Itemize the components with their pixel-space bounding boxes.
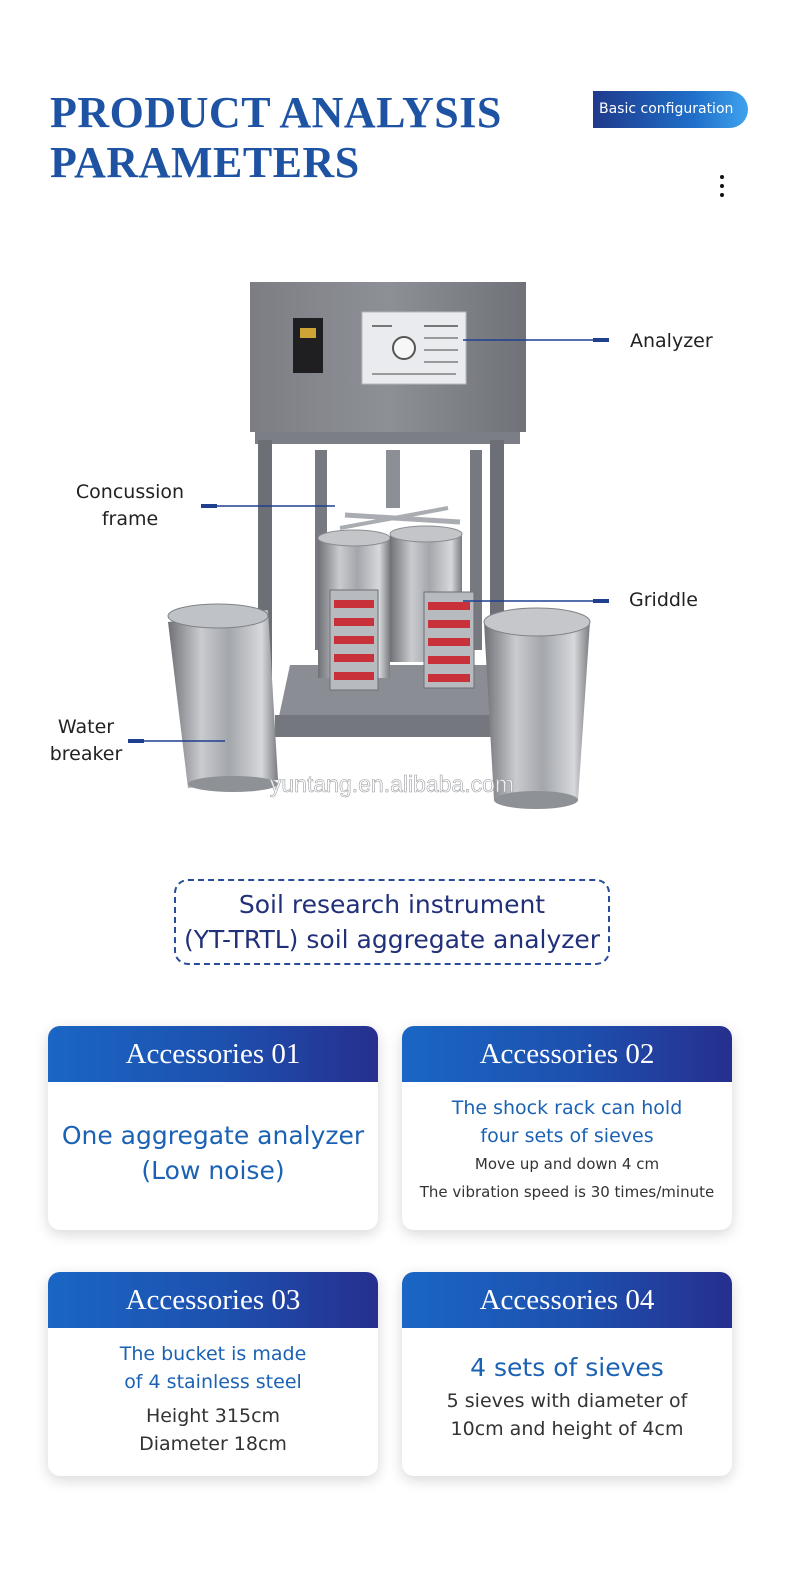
frame-top-bar <box>255 430 520 444</box>
page-title-line-2: PARAMETERS <box>50 138 360 187</box>
accessory-main-line: The shock rack can hold <box>451 1097 683 1119</box>
accessory-card-01: Accessories 01 One aggregate analyzer (L… <box>48 1026 378 1230</box>
accessory-card-title: Accessories 03 <box>48 1272 378 1328</box>
accessory-main-line: One aggregate analyzer <box>61 1121 365 1150</box>
power-switch <box>293 318 323 373</box>
basic-configuration-badge[interactable]: Basic configuration <box>593 91 748 128</box>
accessory-card-title: Accessories 04 <box>402 1272 732 1328</box>
label-water-line-2: breaker <box>49 743 123 765</box>
accessory-card-title: Accessories 02 <box>402 1026 732 1082</box>
shaft <box>386 450 400 508</box>
accessory-sub-line: Diameter 18cm <box>139 1433 287 1455</box>
sieve-stack <box>329 589 379 691</box>
label-concussion-frame: Concussion frame <box>60 479 200 533</box>
accessory-main-line: (Low noise) <box>141 1156 285 1185</box>
accessory-card-04: Accessories 04 4 sets of sieves 5 sieves… <box>402 1272 732 1476</box>
page-title: PRODUCT ANALYSIS PARAMETERS <box>50 88 502 188</box>
accessory-card-03: Accessories 03 The bucket is made of 4 s… <box>48 1272 378 1476</box>
label-griddle: Griddle <box>629 589 698 611</box>
cross-arm <box>339 506 449 530</box>
accessory-sub-line: Height 315cm <box>145 1405 281 1427</box>
accessory-sub-line: Move up and down 4 cm <box>474 1155 660 1173</box>
page-title-line-1: PRODUCT ANALYSIS <box>50 88 502 137</box>
accessory-main-line: 4 sets of sieves <box>470 1353 664 1382</box>
power-switch-label <box>300 328 316 338</box>
product-name-line-1: Soil research instrument <box>238 890 546 919</box>
product-name-line-2: (YT-TRTL) soil aggregate analyzer <box>183 925 601 954</box>
watermark: yuntang.en.alibaba.com <box>270 771 514 797</box>
label-concussion-line-2: frame <box>101 508 159 530</box>
water-bucket-left <box>167 603 278 792</box>
accessory-card-title: Accessories 01 <box>48 1026 378 1082</box>
product-illustration: yuntang.en.alibaba.com <box>128 282 609 809</box>
sieve-stack <box>423 591 475 689</box>
cross-arm <box>344 512 461 525</box>
label-concussion-line-1: Concussion <box>75 481 185 503</box>
accessory-sub-line: 10cm and height of 4cm <box>450 1418 684 1440</box>
label-analyzer: Analyzer <box>630 330 713 352</box>
accessory-main-line: four sets of sieves <box>480 1125 654 1147</box>
product-name-box: Soil research instrument (YT-TRTL) soil … <box>174 879 610 965</box>
label-water-line-1: Water <box>57 716 115 738</box>
accessory-sub-line: 5 sieves with diameter of <box>446 1390 688 1412</box>
accessory-main-line: of 4 stainless steel <box>124 1371 302 1393</box>
frame-base-front <box>275 715 500 737</box>
accessory-card-02: Accessories 02 The shock rack can hold f… <box>402 1026 732 1230</box>
accessory-main-line: The bucket is made <box>119 1343 307 1365</box>
control-knob <box>392 336 416 360</box>
water-bucket-right <box>483 607 591 809</box>
label-water-breaker: Water breaker <box>36 714 136 768</box>
vertical-dots-icon[interactable] <box>718 175 726 202</box>
accessory-sub-line: The vibration speed is 30 times/minute <box>419 1183 715 1201</box>
